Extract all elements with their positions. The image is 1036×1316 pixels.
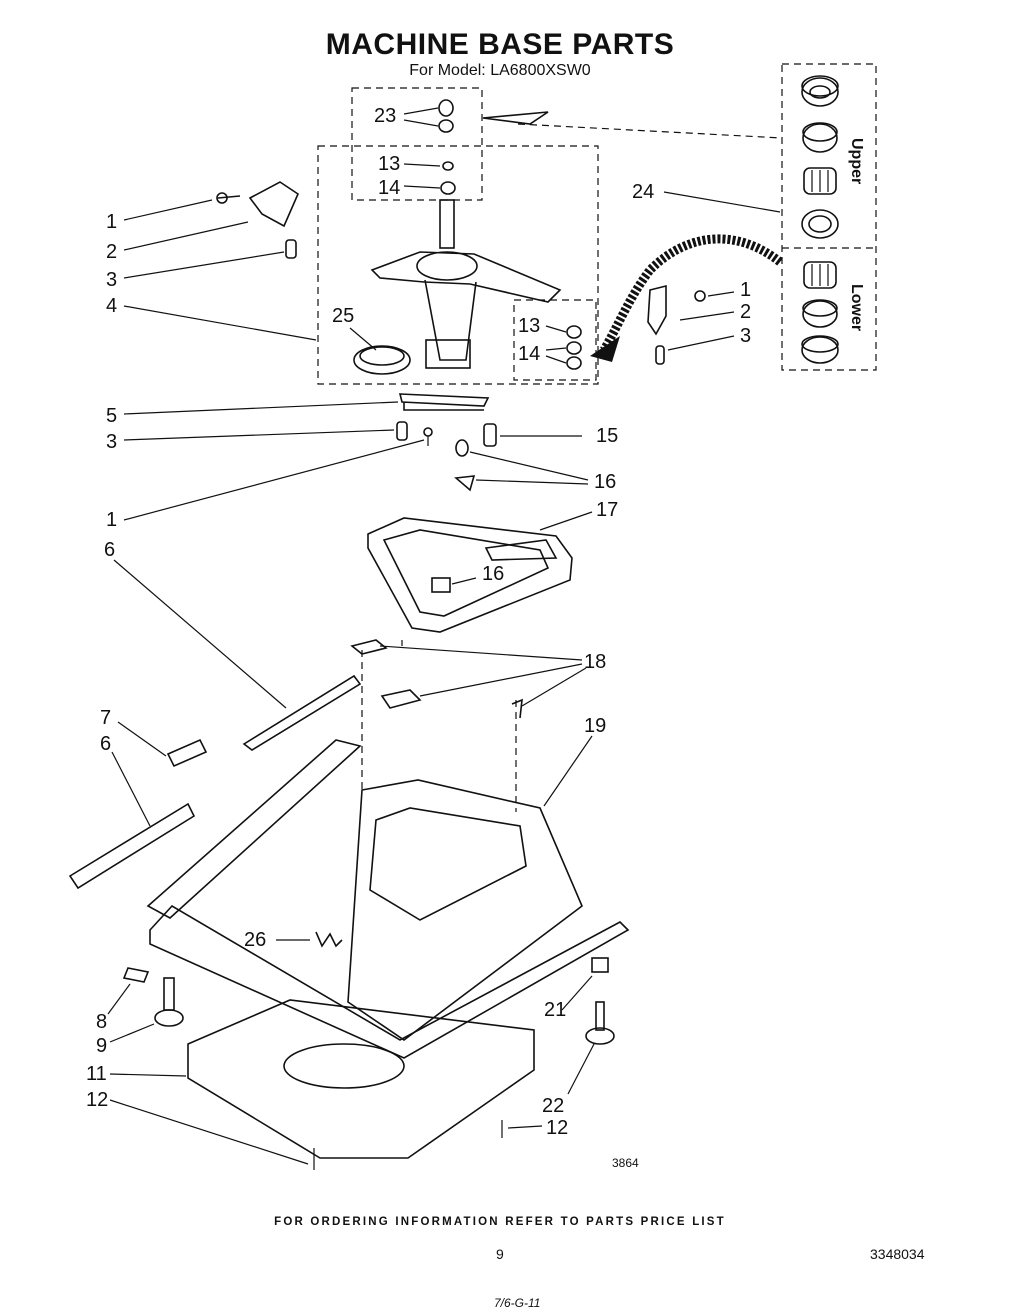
callout-label: 13: [378, 153, 400, 175]
lower-bearing-icons: [801, 261, 839, 364]
callout-label: 18: [584, 651, 606, 673]
handwritten-note: 7/6-G-11: [494, 1296, 541, 1310]
page-title: MACHINE BASE PARTS: [325, 28, 675, 61]
brace-frame: [367, 517, 573, 633]
callout-label: 2: [106, 241, 117, 263]
drawing-number: 3864: [612, 1156, 639, 1170]
callout-label: 3: [740, 325, 751, 347]
bearing-kit-box: [781, 63, 877, 371]
model-subtitle: For Model: LA6800XSW0: [409, 62, 591, 79]
callout-label: 17: [596, 499, 618, 521]
callout-label: 22: [542, 1095, 564, 1117]
callout-label: 21: [544, 999, 566, 1021]
callout-label: 2: [740, 301, 751, 323]
transmission-assembly: [370, 199, 562, 369]
callout-labels: 1 2 3 4 25 23 13 14 24 1 2 3 13 14 5 3 1…: [86, 105, 751, 1139]
callout-label: 12: [546, 1117, 568, 1139]
callout-label: 11: [86, 1063, 107, 1085]
callout-label: 1: [106, 509, 117, 531]
callout-label: 25: [332, 305, 354, 327]
callout-label: 26: [244, 929, 266, 951]
upper-label: Upper: [848, 138, 865, 184]
callout-label: 16: [482, 563, 504, 585]
callout-label: 19: [584, 715, 606, 737]
base-plate: [187, 999, 535, 1159]
footer-note: FOR ORDERING INFORMATION REFER TO PARTS …: [274, 1216, 726, 1228]
callout-label: 15: [596, 425, 618, 447]
callout-label: 24: [632, 181, 654, 203]
callout-label: 9: [96, 1035, 107, 1057]
callout-leaders: [107, 107, 781, 1165]
callout-label: 8: [96, 1011, 107, 1033]
page-number: 9: [496, 1246, 504, 1262]
callout-label: 1: [106, 211, 117, 233]
callout-label: 16: [594, 471, 616, 493]
group-box-23-14: [351, 87, 483, 201]
lower-label: Lower: [848, 284, 865, 331]
callout-label: 7: [100, 707, 111, 729]
callout-label: 3: [106, 269, 117, 291]
callout-label: 14: [378, 177, 400, 199]
callout-label: 1: [740, 279, 751, 301]
callout-label: 6: [100, 733, 111, 755]
callout-label: 5: [106, 405, 117, 427]
callout-label: 6: [104, 539, 115, 561]
callout-label: 12: [86, 1089, 108, 1111]
callout-label: 14: [518, 343, 540, 365]
group-box-transmission: [317, 145, 599, 385]
callout-label: 23: [374, 105, 396, 127]
callout-label: 13: [518, 315, 540, 337]
cabinet-base-frame: [146, 739, 630, 1059]
install-direction-arrow: [600, 234, 783, 353]
group-box-13-14-right: [513, 299, 597, 381]
callout-label: 3: [106, 431, 117, 453]
upper-bearing-icons: [801, 75, 839, 239]
document-number: 3348034: [870, 1246, 925, 1262]
callout-label: 4: [106, 295, 117, 317]
